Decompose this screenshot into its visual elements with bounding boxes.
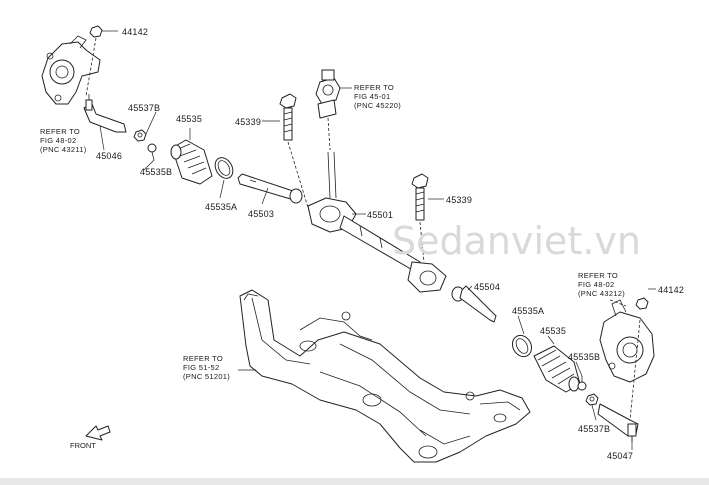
label-45535a-top: 45535A (205, 202, 238, 212)
nut-44142-top (85, 25, 103, 97)
front-crossmember (239, 289, 531, 463)
ref-line: FIG 48-02 (40, 136, 77, 145)
ref-line: REFER TO (183, 354, 224, 363)
label-45537b-top: 45537B (128, 103, 161, 113)
label-45046: 45046 (96, 151, 123, 161)
ref-crossmember: REFER TO FIG 51-52 (PNC 51201) (183, 354, 230, 381)
label-45047: 45047 (607, 451, 634, 461)
bolt-45339-right (411, 173, 429, 263)
rack-boot-left (170, 139, 213, 185)
bolt-45339-left (279, 93, 311, 215)
right-steering-knuckle (599, 299, 655, 421)
ring-45535a-left (214, 157, 234, 179)
rack-boot-right (533, 345, 581, 393)
ref-steering-shaft: REFER TO FIG 45-01 (PNC 45220) (354, 83, 401, 110)
steering-rack-assembly (307, 151, 447, 293)
tie-rod-end-left (83, 94, 127, 133)
label-45535a-bottom: 45535A (512, 306, 545, 316)
ref-line: FIG 48-02 (578, 280, 615, 289)
label-45339-right: 45339 (446, 195, 473, 205)
label-45503: 45503 (248, 209, 275, 219)
ref-line: FIG 51-52 (183, 363, 220, 372)
front-arrow-icon (85, 425, 111, 441)
label-44142-top: 44142 (122, 27, 149, 37)
label-45339-left: 45339 (235, 117, 262, 127)
nut-45537b-bottom (585, 393, 599, 406)
label-45535b-bottom: 45535B (568, 352, 601, 362)
label-45504: 45504 (474, 282, 501, 292)
label-44142-right: 44142 (658, 285, 685, 295)
ref-knuckle-left: REFER TO FIG 48-02 (PNC 43211) (40, 127, 87, 154)
front-label: FRONT (70, 441, 96, 450)
ref-line: (PNC 45220) (354, 101, 402, 110)
nut-44142-right (635, 297, 649, 310)
bottom-scroll-strip (0, 478, 709, 485)
nut-45537b-top (133, 129, 147, 142)
ring-45535a-right (511, 334, 533, 358)
ref-line: FIG 45-01 (354, 92, 391, 101)
ref-line: REFER TO (578, 271, 619, 280)
ref-line: (PNC 51201) (183, 372, 231, 381)
label-45501: 45501 (367, 210, 394, 220)
inner-tie-rod-right (451, 285, 497, 323)
watermark: Sedanviet.vn (392, 219, 641, 263)
ref-line: (PNC 43211) (40, 145, 87, 154)
clamp-45535b-top (147, 143, 157, 161)
label-45535-top: 45535 (176, 114, 203, 124)
ref-line: (PNC 43212) (578, 289, 626, 298)
clamp-45535b-right (577, 376, 587, 391)
ref-line: REFER TO (354, 83, 395, 92)
steering-shaft-joint (315, 69, 341, 151)
left-steering-knuckle (41, 35, 101, 105)
label-45535b-top: 45535B (140, 167, 173, 177)
ref-knuckle-right: REFER TO FIG 48-02 (PNC 43212) (578, 271, 625, 298)
label-45535-bottom: 45535 (540, 326, 567, 336)
inner-tie-rod-left (237, 173, 303, 204)
label-45537b-bottom: 45537B (578, 424, 611, 434)
ref-line: REFER TO (40, 127, 81, 136)
